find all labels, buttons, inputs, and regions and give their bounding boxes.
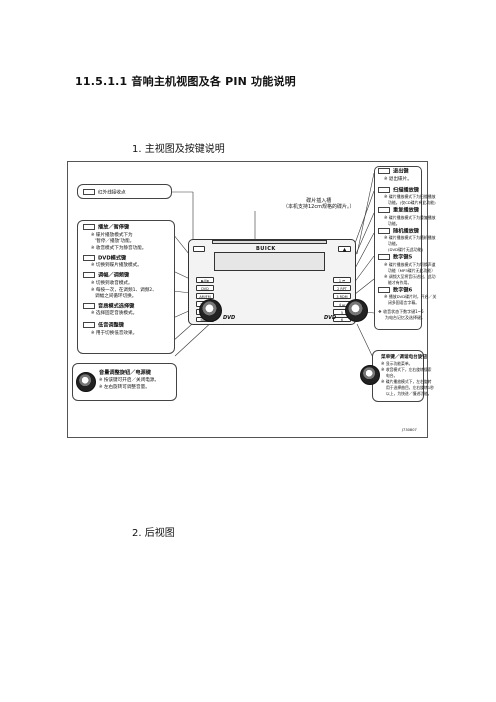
- eject-title: 退出键: [393, 168, 409, 175]
- volume-item: 左右旋转可调整音量。: [103, 385, 150, 390]
- eject-key-icon: [378, 168, 390, 174]
- eject-item: 退出碟片。: [388, 176, 412, 182]
- preset-2-button[interactable]: 2 RPT: [333, 285, 351, 291]
- menu-item: 电台。: [386, 373, 398, 378]
- volume-item: 按该键可开启／关闭电源。: [103, 378, 159, 383]
- repeat-title: 重复播放键: [393, 207, 419, 214]
- dvd-logo-left: DVD: [223, 315, 236, 321]
- menu-item: 碟片播放模式下，左右旋转: [385, 379, 432, 384]
- tone-item: 选择固定音质模式。: [95, 311, 138, 316]
- scan-item: 功能。(仅CD碟片有此功能): [388, 200, 436, 205]
- band-item: 切换到收音模式。: [95, 280, 133, 286]
- preset-note: 为电台记忆及选择键。: [385, 315, 425, 320]
- random-item: 功能。: [388, 241, 400, 246]
- digit6-title: 数字键6: [393, 287, 413, 293]
- digit5-item: 调频大至将音乐进出、此功: [388, 273, 436, 279]
- figure-id: J730807: [402, 428, 417, 432]
- dvd-key-icon: [83, 254, 95, 261]
- random-item: 碟片播放模式下为随机播放: [388, 235, 436, 240]
- play-item: 收音模式下为静音功能。: [95, 245, 147, 251]
- menu-item: 以上，为快进／慢进功能。: [386, 391, 432, 396]
- menu-item: 显示功能菜单。: [385, 361, 413, 366]
- menu-item: 用于选择曲目，左右旋转1秒: [386, 385, 434, 390]
- callout-right-keys: [374, 166, 422, 330]
- tone-title: 音质模式选择键: [98, 303, 135, 309]
- scan-item: 碟片播放模式下为扫描播放: [388, 194, 436, 199]
- band-title: 调幅／调频键: [98, 272, 130, 279]
- callout-left-keys: 播放／暂停键 ※ 碟片播放模式下为 '暂停／播放'功能。 ※ 收音模式下为静音功…: [77, 220, 175, 354]
- section-title-rear-view: 2. 后视图: [132, 528, 175, 539]
- digit5-key-icon: [378, 254, 390, 260]
- dvd-button[interactable]: DVD: [196, 285, 214, 291]
- digit5-title: 数字键5: [393, 254, 413, 261]
- tone-key-icon: [83, 302, 95, 309]
- repeat-key-icon: [378, 207, 390, 213]
- am-fm-key-icon: [83, 272, 95, 278]
- tune-knob-icon: [360, 365, 380, 385]
- disc-slot-title: 碟片插入槽: [306, 198, 332, 204]
- figure-frame: [67, 161, 428, 438]
- digit6-item: 播放DVD碟片时，开启／关: [388, 294, 437, 299]
- callout-disc-slot: 碟片插入槽 （本机支持12cm规格的碟片。）: [283, 198, 354, 210]
- scan-title: 扫描播放键: [393, 187, 419, 193]
- menu-title: 菜单键／调谐电台旋钮: [381, 355, 427, 360]
- infrared-sensor: [193, 246, 205, 252]
- callout-volume: 音量调整旋钮／电源键 ※ 按该键可开启／关闭电源。 ※ 左右旋转可调整音量。: [72, 363, 177, 401]
- digit5-item: 能才有作用。: [388, 279, 412, 285]
- repeat-item: 功能。: [388, 220, 400, 226]
- digit5-item: 功能（MP3碟片无此功能）: [388, 267, 436, 273]
- infrared-icon: [83, 189, 95, 195]
- display-screen: [214, 252, 325, 271]
- random-item: (DVD碟片无此功能): [388, 247, 423, 252]
- callout-infrared: 红外线接收点: [77, 184, 172, 199]
- digit5-item: 碟片播放模式下为切换声道: [388, 261, 436, 267]
- menu-item: 收音模式下，左右旋转搜索: [385, 367, 432, 372]
- play-pause-icon: [83, 224, 95, 230]
- band-item: 调幅之间循环切换。: [95, 293, 137, 299]
- play-title: 播放／暂停键: [98, 224, 130, 231]
- play-pause-button[interactable]: ▶II/⏹: [196, 277, 214, 283]
- volume-knob-icon: [76, 372, 96, 392]
- bass-key-icon: [83, 322, 95, 328]
- play-item: 碟片播放模式下为: [95, 232, 133, 238]
- band-item: 每按一次，在调频1、调频2、: [95, 287, 157, 293]
- play-item: '暂停／播放'功能。: [95, 238, 135, 244]
- brand-label: BUICK: [256, 246, 276, 252]
- repeat-item: 碟片播放模式下为重复播放: [388, 214, 436, 220]
- volume-title: 音量调整旋钮／电源键: [99, 370, 151, 376]
- volume-knob[interactable]: [199, 299, 222, 322]
- random-key-icon: [378, 227, 390, 234]
- right-key-notes: 退出键 ※ 退出碟片。 扫描播放键 ※ 碟片播放模式下为扫描播放 功能。(仅CD…: [378, 168, 437, 320]
- bass-title: 低音调整键: [98, 322, 124, 329]
- tune-knob[interactable]: [345, 299, 368, 322]
- digit6-key-icon: [378, 286, 390, 293]
- digit6-item: 闭多国语言字幕。: [388, 300, 420, 305]
- preset-3-button[interactable]: 3 RDM: [333, 293, 351, 299]
- section-title-main-view: 1. 主视图及按键说明: [132, 144, 225, 155]
- random-title: 随机播放键: [393, 228, 419, 234]
- dvd-title: DVD模式键: [98, 255, 127, 261]
- callout-menu: 菜单键／调谐电台旋钮 ※ 显示功能菜单。 ※ 收音模式下，左右旋转搜索 电台。 …: [360, 350, 434, 402]
- bass-item: 用于切换低音效果。: [95, 330, 138, 336]
- dvd-logo-right: DVD: [324, 315, 337, 321]
- disc-slot-note: （本机支持12cm规格的碟片。）: [283, 204, 355, 210]
- preset-1-button[interactable]: 1 ⏮: [333, 277, 351, 283]
- dvd-item: 切换到碟片播放模式。: [95, 263, 142, 268]
- page-heading: 11.5.1.1 音响主机视图及各 PIN 功能说明: [75, 75, 296, 88]
- disc-slot[interactable]: [212, 240, 327, 244]
- infrared-title: 红外线接收点: [98, 190, 126, 196]
- am-fm-button[interactable]: AM/FM: [196, 293, 214, 299]
- eject-button[interactable]: ▲: [338, 246, 351, 253]
- scan-key-icon: [378, 186, 390, 193]
- preset-note: 收音状态下数字键1~6: [383, 309, 424, 314]
